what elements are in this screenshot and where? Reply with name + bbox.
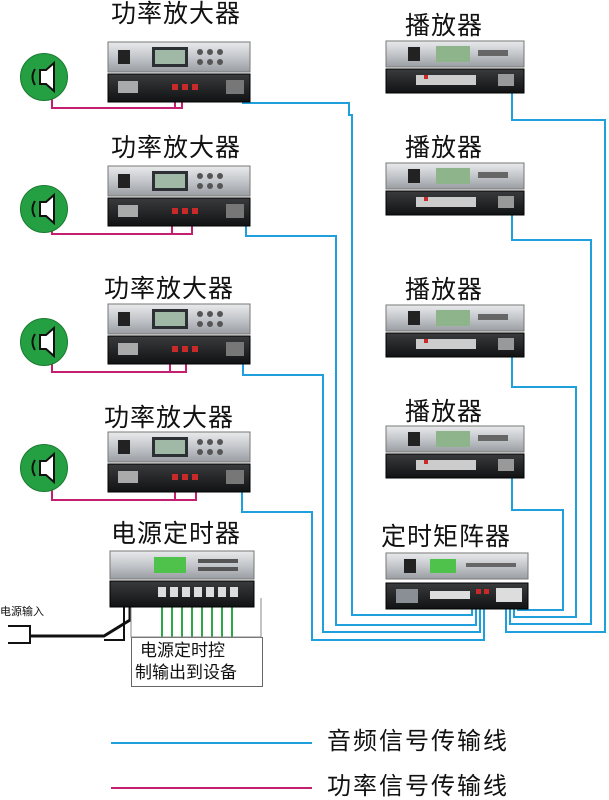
audio-line-player1 [505, 88, 606, 633]
player-4 [385, 425, 525, 479]
audio-line-amp4 [241, 482, 485, 641]
speaker-3-icon [20, 318, 68, 366]
audio-line-player2 [509, 212, 592, 625]
audio-line-player3 [511, 355, 577, 618]
amplifier-2-title: 功率放大器 [111, 133, 242, 162]
player-1 [385, 40, 525, 94]
control-output-line2: 制输出到设备 [135, 663, 237, 683]
amplifier-1-title: 功率放大器 [111, 0, 242, 28]
control-output-bracket [130, 598, 262, 638]
power-input-wire [8, 625, 31, 644]
speaker-4-icon [20, 444, 68, 492]
power-input-cable [30, 600, 132, 638]
audio-line-amp2 [245, 226, 477, 626]
legend-audio-label: 音频信号传输线 [327, 727, 509, 755]
amplifier-1 [107, 41, 251, 103]
amplifier-3 [107, 303, 251, 365]
power-input-cable-2 [104, 600, 125, 641]
amplifier-2 [107, 165, 251, 227]
legend-power-label: 功率信号传输线 [327, 772, 509, 800]
amplifier-4-title: 功率放大器 [104, 403, 235, 432]
player-4-title: 播放器 [405, 397, 484, 426]
control-output-box: 电源定时控 制输出到设备 [131, 637, 263, 687]
amplifier-3-title: 功率放大器 [104, 274, 235, 303]
player-3 [385, 304, 525, 358]
player-2-title: 播放器 [405, 133, 484, 162]
power-timer-title: 电源定时器 [111, 519, 242, 548]
audio-line-amp3 [242, 356, 481, 633]
power-timer-device [109, 550, 255, 608]
amplifier-4 [107, 431, 251, 493]
matrix-title: 定时矩阵器 [381, 522, 512, 551]
player-3-title: 播放器 [405, 275, 484, 304]
audio-line-amp1 [242, 102, 473, 616]
speaker-2-icon [20, 185, 68, 233]
control-output-line1: 电源定时控 [140, 641, 225, 661]
audio-lines [241, 88, 606, 641]
player-1-title: 播放器 [405, 11, 484, 40]
player-2 [385, 162, 525, 216]
power-input-label: 电源输入 [0, 605, 44, 618]
matrix-device [385, 552, 529, 610]
speaker-1-icon [20, 53, 68, 101]
